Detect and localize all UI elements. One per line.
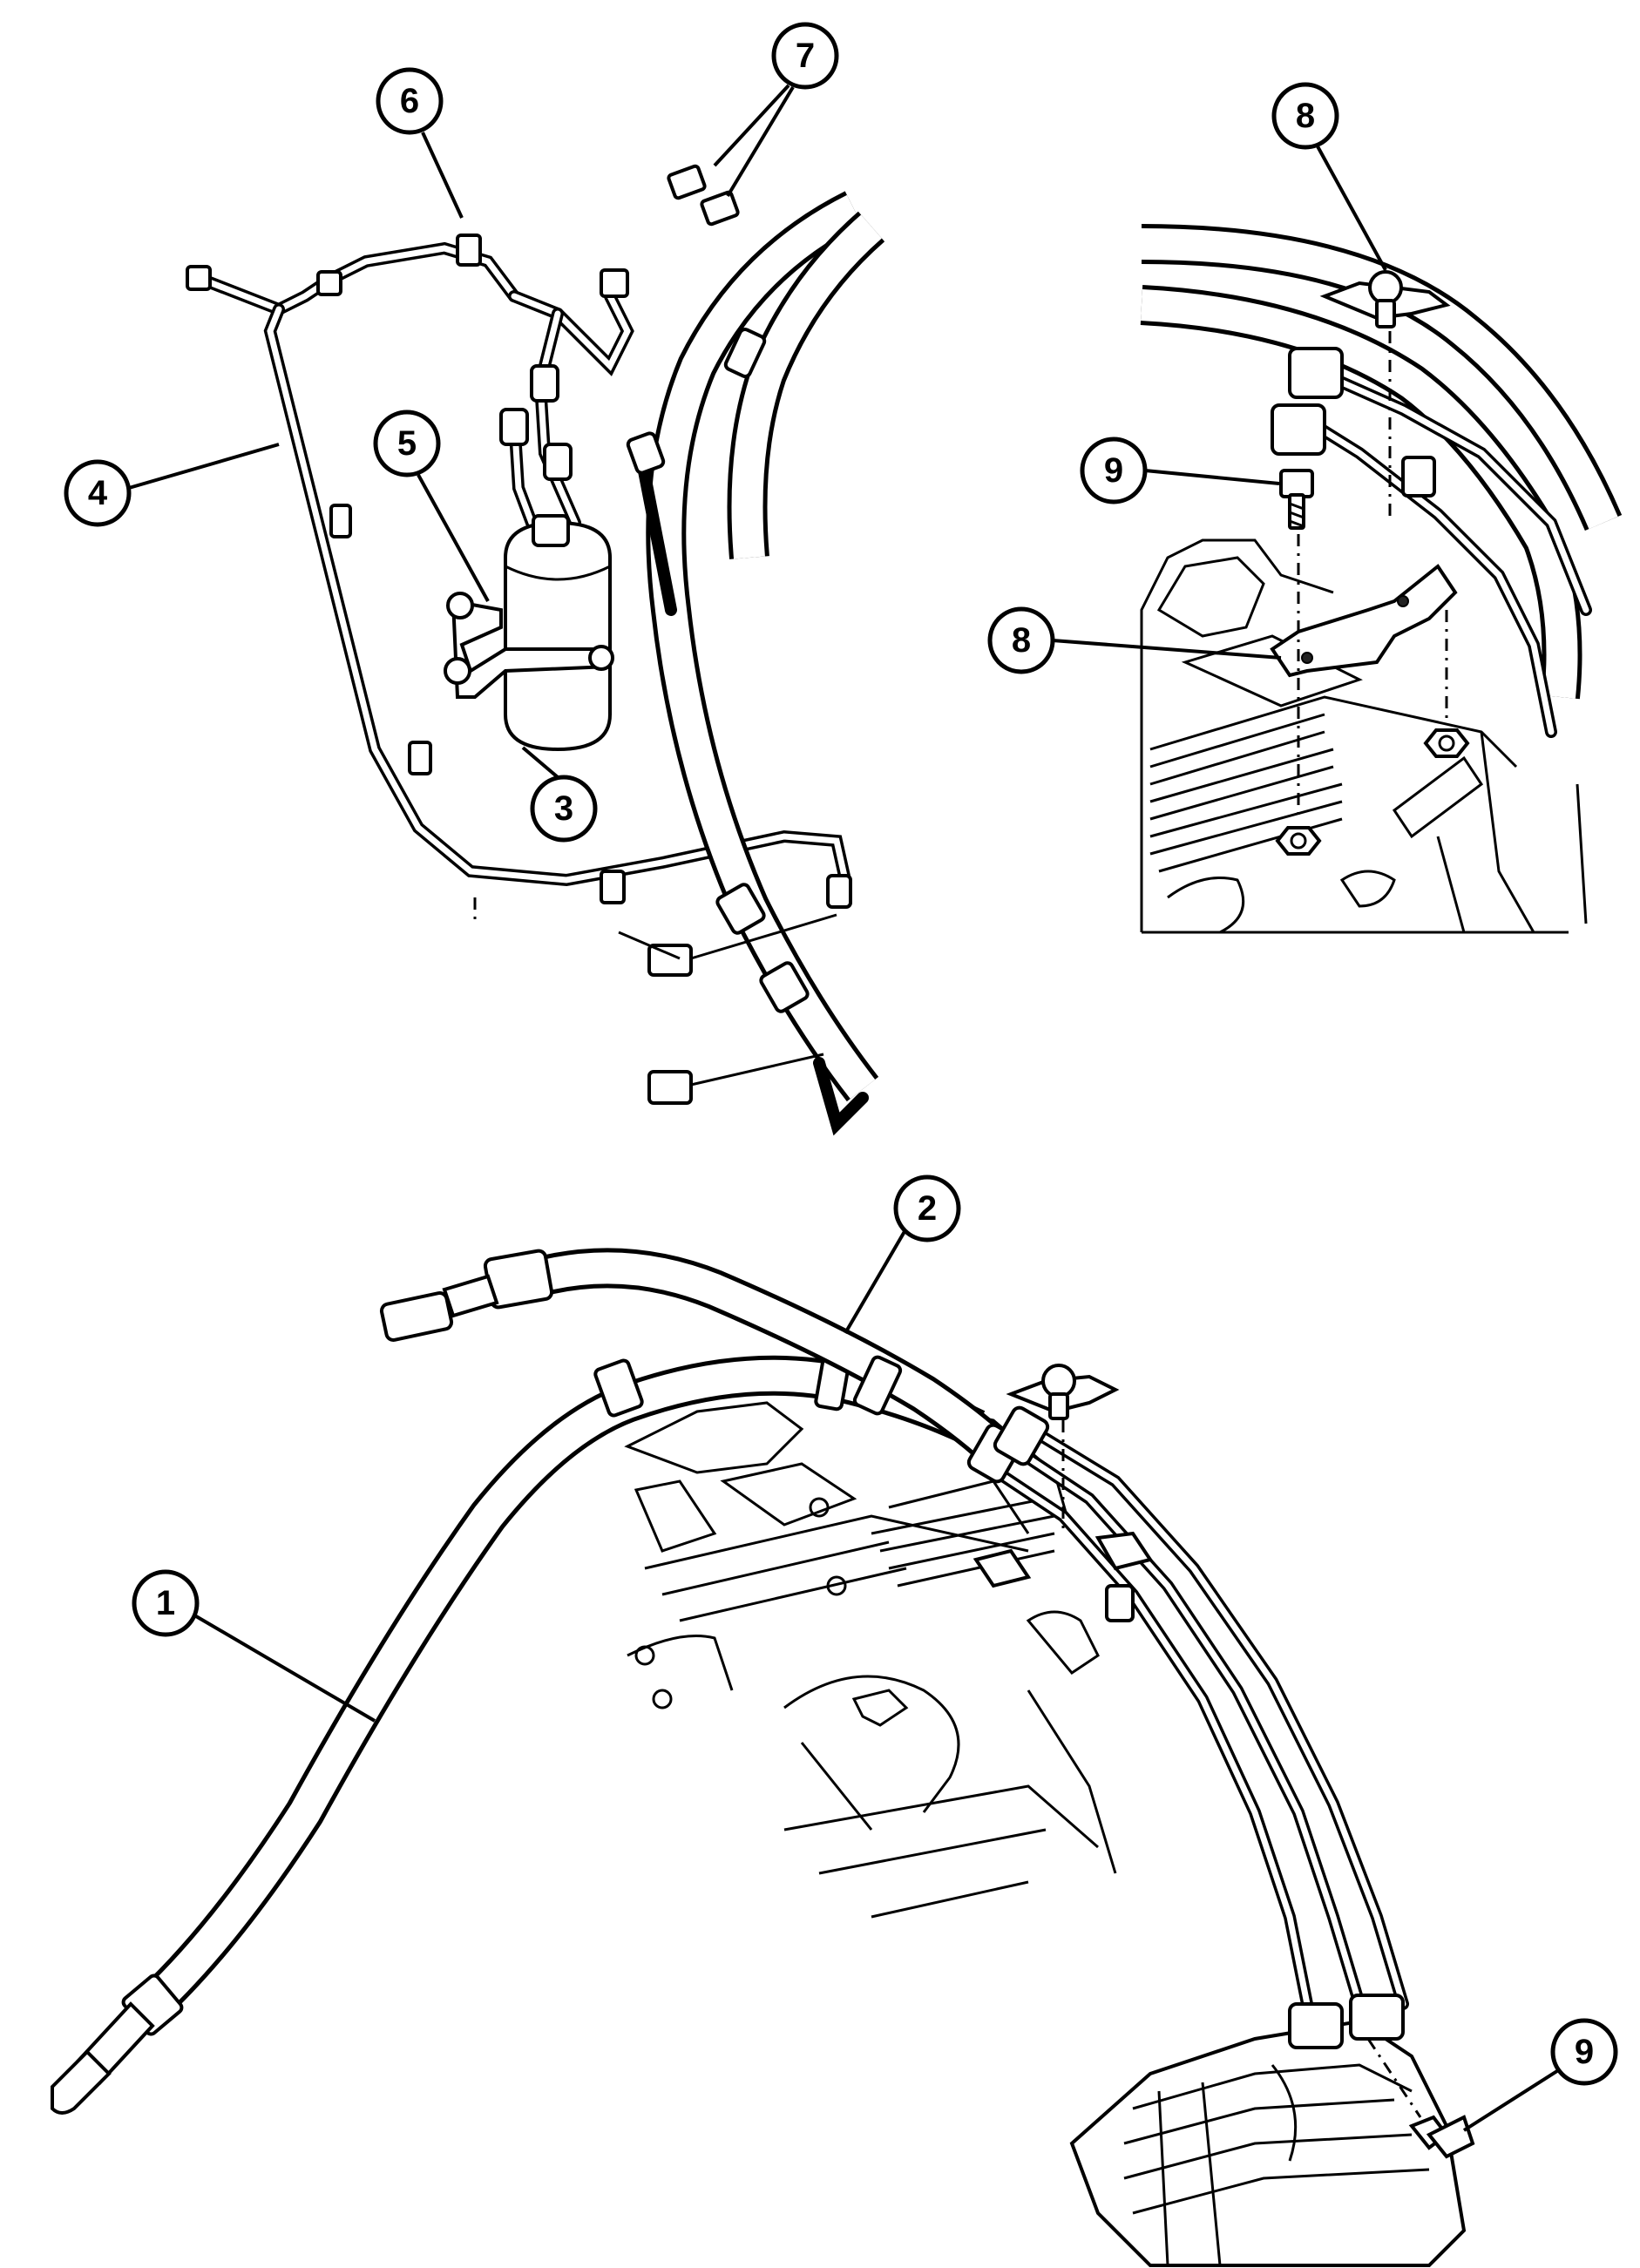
- callout-4: 4: [64, 459, 132, 527]
- compressor-bolt: [1408, 2115, 1475, 2159]
- leader-4: [128, 443, 280, 490]
- callout-3-label: 3: [554, 789, 573, 828]
- callout-9-lower-circle: [1550, 2018, 1618, 2086]
- callout-2-circle: [893, 1175, 961, 1242]
- leader-9-lower: [1462, 2068, 1562, 2132]
- leader-9-upper: [1144, 469, 1280, 485]
- callout-9-lower: 9: [1550, 2018, 1618, 2086]
- callout-8-lower-circle: [987, 606, 1055, 674]
- leader-3: [521, 746, 559, 779]
- callout-9-lower-label: 9: [1575, 2033, 1594, 2071]
- hose-pair-detail: [1140, 224, 1623, 738]
- callout-8-upper-label: 8: [1296, 97, 1315, 135]
- discharge-hose-upper: [626, 191, 885, 1136]
- callout-3: 3: [530, 775, 598, 843]
- callout-5: 5: [373, 410, 441, 477]
- bracket-nuts: [1275, 728, 1470, 856]
- callout-2: 2: [893, 1175, 961, 1242]
- callout-8-upper-circle: [1271, 82, 1339, 150]
- callout-8-lower-label: 8: [1012, 621, 1031, 660]
- leader-8-lower: [1052, 639, 1282, 660]
- upper-hose-clip: [1319, 270, 1451, 523]
- engine-outline-detail: [1140, 538, 1588, 934]
- callout-leaders: [128, 84, 1562, 2132]
- leader-7b: [726, 85, 795, 198]
- leader-5: [417, 474, 490, 602]
- callout-3-circle: [530, 775, 598, 843]
- engine-hose-routing-view: [51, 1248, 1475, 2267]
- drier-inlet-lines: [499, 268, 634, 529]
- bracket-detail-view: [1140, 224, 1623, 934]
- callout-7-circle: [771, 22, 839, 90]
- leader-7a: [713, 84, 790, 167]
- liquid-line: [186, 234, 852, 909]
- callout-1: 1: [132, 1569, 200, 1637]
- receiver-drier: [504, 514, 612, 752]
- callout-6: 6: [376, 67, 444, 135]
- callout-9-upper: 9: [1080, 437, 1148, 504]
- callout-7: 7: [771, 22, 839, 90]
- drier-mounting-bracket: [444, 592, 614, 699]
- line-clips: [473, 164, 837, 1105]
- receiver-drier-view: [186, 164, 885, 1136]
- callout-9-upper-circle: [1080, 437, 1148, 504]
- suction-hose: [51, 1355, 986, 2115]
- callout-4-label: 4: [88, 474, 108, 512]
- callout-1-circle: [132, 1569, 200, 1637]
- callout-5-label: 5: [397, 424, 417, 463]
- discharge-hose: [379, 1248, 1026, 1479]
- callout-5-circle: [373, 410, 441, 477]
- mounting-bracket-plate: [1270, 505, 1458, 819]
- leader-6: [421, 132, 464, 219]
- leader-8-upper: [1316, 146, 1387, 271]
- callout-2-label: 2: [918, 1189, 937, 1228]
- bottom-hose-clip: [972, 1364, 1154, 1588]
- callout-6-circle: [376, 67, 444, 135]
- callout-9-upper-label: 9: [1104, 451, 1123, 490]
- callout-6-label: 6: [400, 82, 419, 120]
- callout-8-upper: 8: [1271, 82, 1339, 150]
- callout-7-label: 7: [796, 37, 815, 75]
- callout-4-circle: [64, 459, 132, 527]
- callout-1-label: 1: [156, 1584, 175, 1622]
- leader-2: [844, 1227, 908, 1335]
- bracket-bolt: [1279, 469, 1314, 530]
- callout-8-lower: 8: [987, 606, 1055, 674]
- leader-1: [194, 1615, 376, 1723]
- ac-compressor: [1069, 1994, 1467, 2267]
- compressor-lines: [966, 1405, 1409, 2010]
